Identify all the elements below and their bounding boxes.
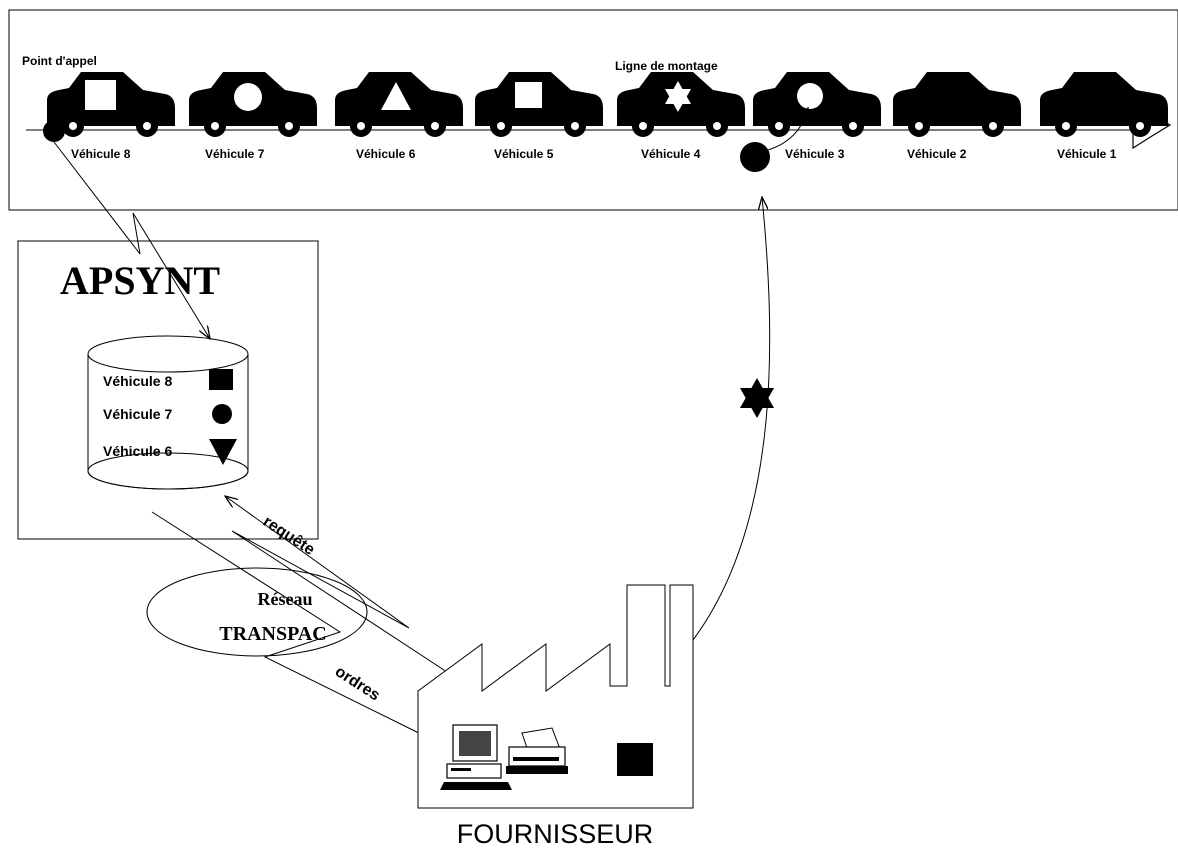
vehicle-3: Véhicule 3 bbox=[753, 72, 881, 161]
vehicle-4: Véhicule 4 bbox=[617, 72, 745, 161]
delivered-part-star-icon bbox=[740, 378, 774, 418]
vehicle-label: Véhicule 2 bbox=[907, 147, 967, 161]
part-circle-icon bbox=[234, 83, 262, 111]
request-link bbox=[225, 496, 448, 673]
vehicle-label: Véhicule 1 bbox=[1057, 147, 1117, 161]
square-icon bbox=[209, 369, 233, 390]
assembly-line-frame bbox=[8, 9, 1178, 211]
assembly-line-label: Ligne de montage bbox=[615, 59, 718, 73]
db-record-label: Véhicule 8 bbox=[103, 373, 172, 389]
vehicle-6: Véhicule 6 bbox=[335, 72, 463, 161]
part-star-icon bbox=[665, 81, 691, 112]
vehicle-label: Véhicule 4 bbox=[641, 147, 701, 161]
transpac-network bbox=[146, 567, 368, 657]
delivery-curve bbox=[692, 197, 771, 641]
vehicle-label: Véhicule 5 bbox=[494, 147, 554, 161]
vehicle-1: Véhicule 1 bbox=[1040, 72, 1168, 161]
apsynt-box bbox=[17, 240, 319, 540]
part-square-icon bbox=[85, 80, 116, 110]
delivery-point-marker bbox=[740, 142, 770, 172]
printer-icon bbox=[506, 727, 568, 774]
db-record-label: Véhicule 7 bbox=[103, 406, 172, 422]
supplier-title: FOURNISSEUR bbox=[457, 819, 654, 849]
request-label: requête bbox=[260, 513, 318, 559]
vehicle-5: Véhicule 5 bbox=[475, 72, 603, 161]
call-point-marker bbox=[43, 120, 65, 142]
database-cylinder bbox=[87, 335, 249, 490]
apsynt-title: APSYNT bbox=[60, 258, 220, 303]
part-triangle-icon bbox=[381, 82, 411, 110]
triangle-down-icon bbox=[209, 439, 237, 465]
vehicle-8: Véhicule 8 bbox=[47, 72, 175, 161]
stock-square-icon bbox=[617, 743, 653, 776]
call-point-link bbox=[53, 141, 210, 339]
vehicle-label: Véhicule 7 bbox=[205, 147, 265, 161]
computer-icon bbox=[440, 724, 512, 790]
vehicle-label: Véhicule 8 bbox=[71, 147, 131, 161]
vehicle-label: Véhicule 6 bbox=[356, 147, 416, 161]
vehicle-7: Véhicule 7 bbox=[189, 72, 317, 161]
orders-label: ordres bbox=[332, 663, 383, 704]
call-point-label: Point d'appel bbox=[22, 54, 97, 68]
vehicle-label: Véhicule 3 bbox=[785, 147, 845, 161]
part-circle-icon bbox=[797, 83, 823, 109]
orders-link bbox=[151, 511, 437, 742]
network-label-2: TRANSPAC bbox=[219, 623, 326, 645]
delivery-arrow bbox=[767, 108, 808, 151]
part-square-icon bbox=[515, 82, 542, 108]
vehicle-2: Véhicule 2 bbox=[893, 72, 1021, 161]
circle-icon bbox=[212, 404, 232, 424]
db-record-label: Véhicule 6 bbox=[103, 443, 172, 459]
network-label-1: Réseau bbox=[258, 589, 313, 609]
